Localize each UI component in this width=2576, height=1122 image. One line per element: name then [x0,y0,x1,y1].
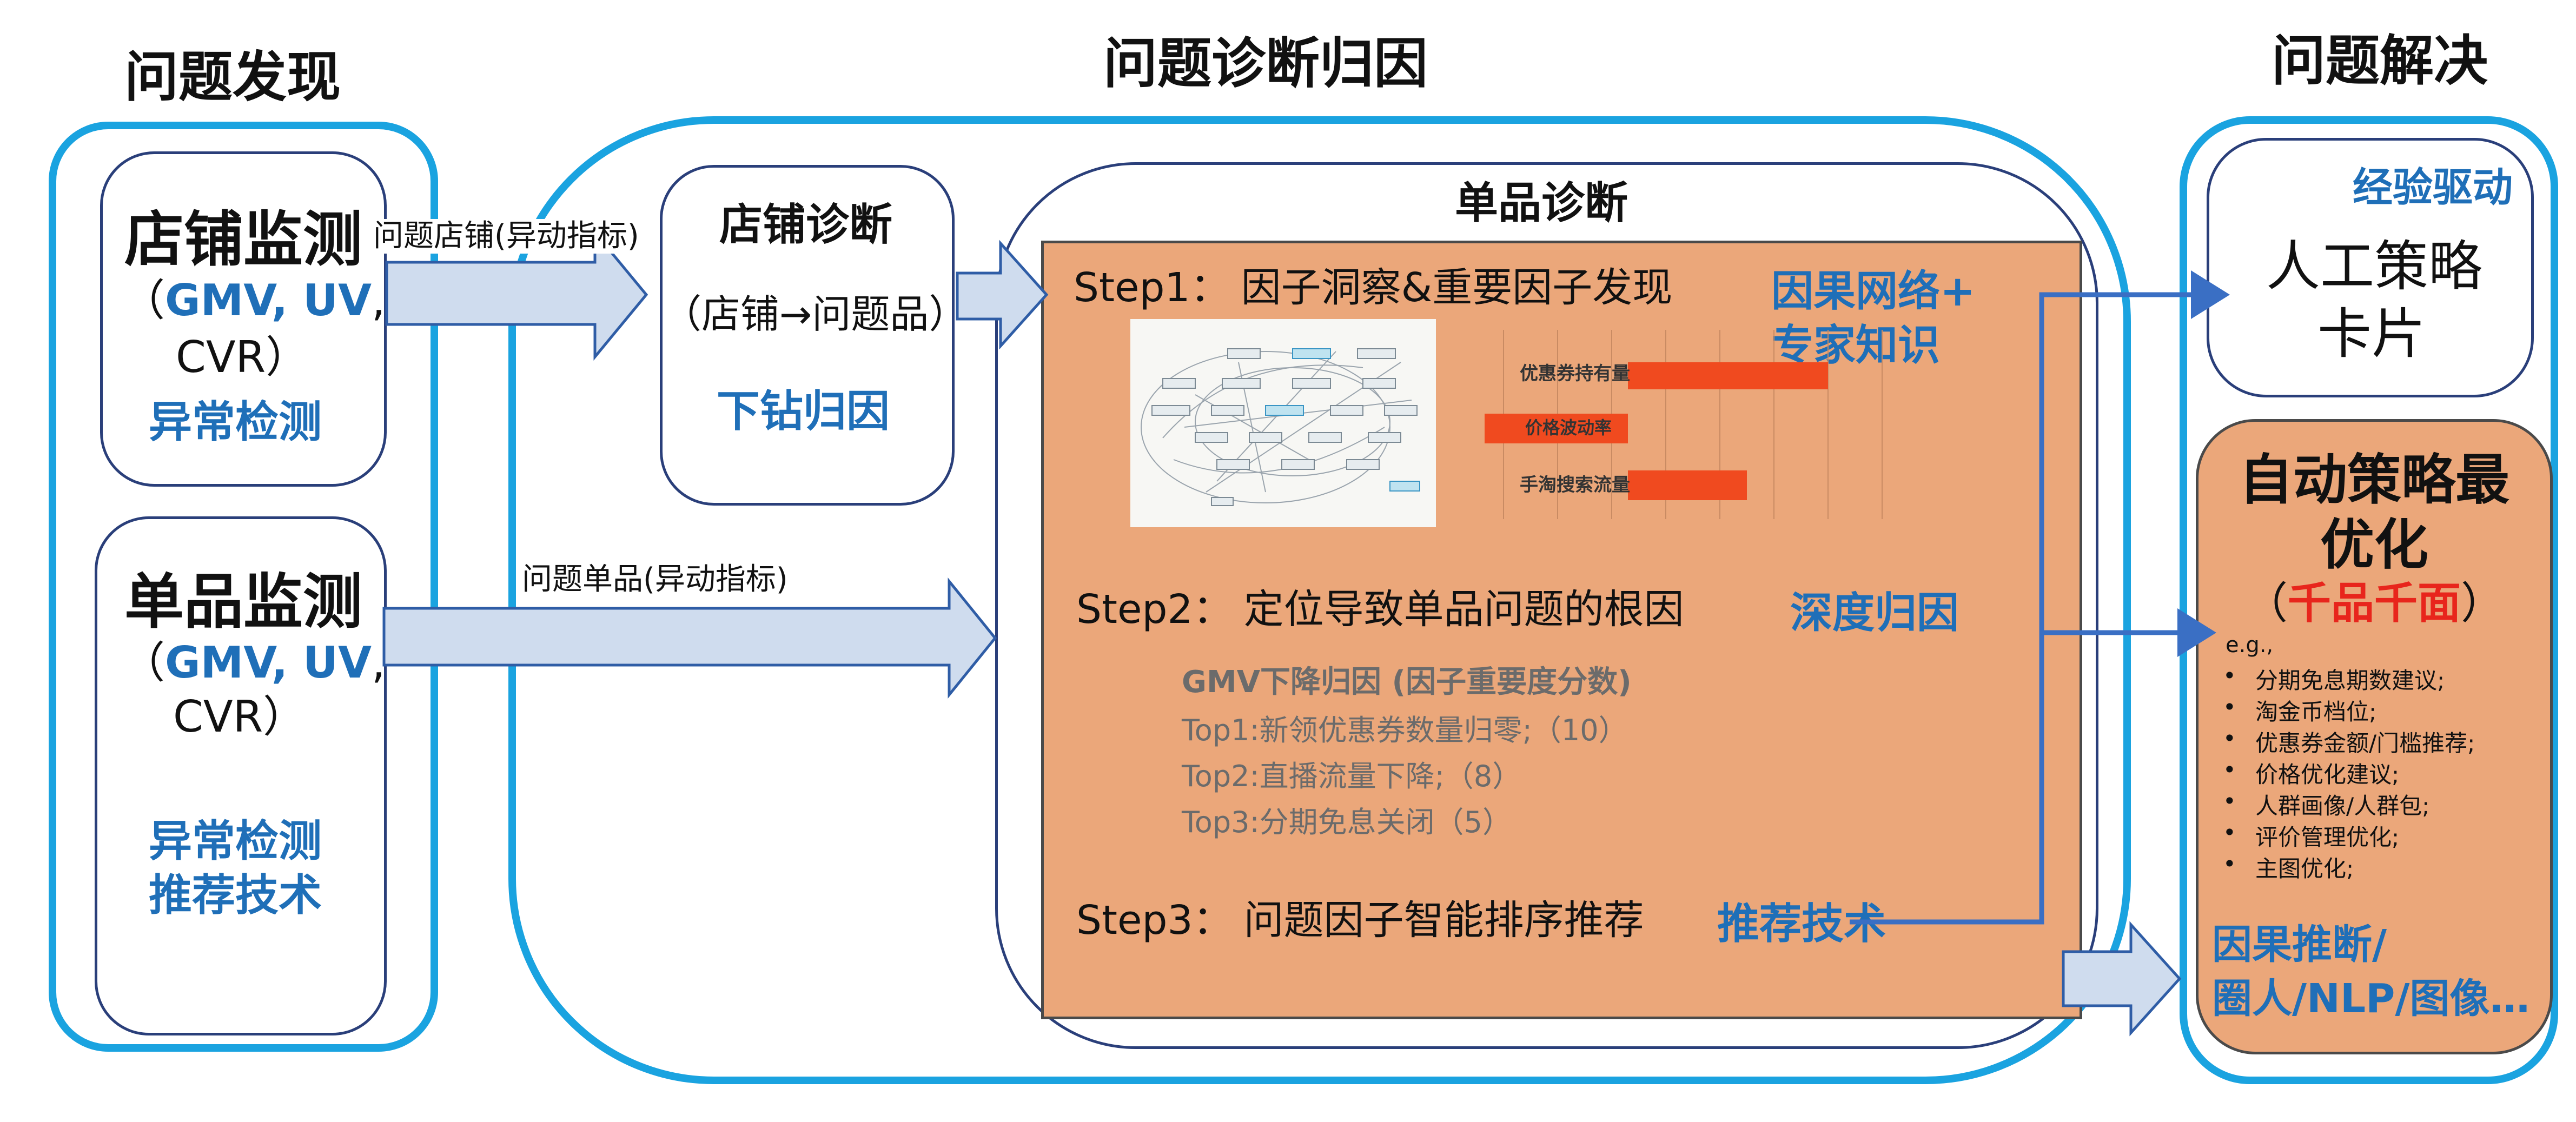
manual-strategy-box [2207,138,2534,397]
root-cause-title: GMV下降归因 (因子重要度分数) [1182,665,1632,700]
store-arrow-label: 问题店铺(异动指标) [373,218,639,254]
bullet-icon: • [2223,725,2236,752]
auto-strategy-item-text: 分期免息期数建议; [2255,667,2445,694]
item-monitor-metrics: （GMV, UV, [122,638,385,688]
auto-strategy-item-text: 优惠券金额/门槛推荐; [2255,730,2475,756]
auto-strategy-subtitle-close: ） [2461,578,2504,628]
auto-strategy-subtitle-red: 千品千面 [2288,578,2461,628]
auto-strategy-eg: e.g., [2226,633,2274,658]
auto-strategy-item: • 优惠券金额/门槛推荐; [2223,725,2547,756]
auto-strategy-list: • 分期免息期数建议; • 淘金币档位; • 优惠券金额/门槛推荐; • 价格优化建议; • 人群… [2223,662,2547,882]
factor-label-search: 手淘搜索流量 [1520,474,1630,496]
causal-network-graphic [1141,348,1420,506]
item-arrow-label: 问题单品(异动指标) [522,562,788,597]
bullet-icon: • [2223,662,2236,689]
factor-bar-search [1628,470,1747,500]
item-monitor-box [95,516,387,1035]
root-cause-top3: Top3:分期免息关闭（5） [1182,805,1512,839]
store-monitor-metrics: （GMV, UV, [122,276,385,326]
item-diagnosis-title: 单品诊断 [1455,178,1628,228]
auto-strategy-item: • 评价管理优化; [2223,819,2547,851]
causal-network-image [1130,319,1436,527]
root-cause-top2: Top2:直播流量下降;（8） [1182,759,1522,793]
step3-method: 推荐技术 [1717,900,1886,948]
item-monitor-metrics-open: （ [122,638,165,688]
factor-label-coupon: 优惠券持有量 [1520,363,1630,384]
item-monitor-title: 单品监测 [124,567,362,636]
item-monitor-cvr: CVR） [173,692,307,742]
step1-text: 因子洞察&重要因子发现 [1241,264,1673,311]
auto-strategy-item: • 分期免息期数建议; [2223,662,2547,694]
factor-label-price: 价格波动率 [1525,417,1612,438]
item-monitor-metrics-blue: GMV, UV [165,638,372,688]
manual-strategy-tag: 经验驱动 [2353,164,2513,211]
store-monitor-title: 店铺监测 [124,205,362,274]
auto-strategy-item-text: 人群画像/人群包; [2255,793,2430,819]
bullet-icon: • [2223,694,2236,720]
store-diagnosis-method: 下钻归因 [717,386,890,436]
bullet-icon: • [2223,819,2236,846]
step3-text: 问题因子智能排序推荐 [1243,897,1644,944]
auto-strategy-item-text: 评价管理优化; [2255,824,2400,851]
manual-strategy-line1: 人工策略 [2266,235,2482,298]
bullet-icon: • [2223,788,2236,814]
step2-tag: Step2： [1076,586,1233,633]
auto-strategy-item: • 人群画像/人群包; [2223,788,2547,819]
auto-strategy-title-1: 自动策略最 [2239,448,2509,512]
auto-strategy-subtitle: （千品千面） [2196,579,2553,628]
auto-strategy-item: • 主图优化; [2223,851,2547,882]
store-monitor-box [100,151,387,487]
bullet-icon: • [2223,756,2236,783]
auto-strategy-subtitle-open: （ [2244,578,2288,628]
store-monitor-metrics-open: （ [122,275,165,326]
step1-tag: Step1： [1074,264,1230,311]
step3-tag: Step3： [1076,897,1233,944]
root-cause-top1: Top1:新领优惠券数量归零;（10） [1182,713,1628,747]
store-diagnosis-subtitle: （店铺→问题品） [663,291,968,337]
factor-bar-coupon [1628,362,1828,389]
store-monitor-cvr: CVR） [176,332,309,382]
auto-strategy-item-text: 价格优化建议; [2255,761,2400,788]
step2-method: 深度归因 [1790,589,1959,638]
auto-strategy-method-1: 因果推断/ [2212,921,2387,968]
auto-strategy-method-2: 圈人/NLP/图像… [2212,975,2530,1022]
header-discovery: 问题发现 [124,45,341,109]
store-monitor-metrics-blue: GMV, UV [165,275,372,326]
step2-text: 定位导致单品问题的根因 [1243,586,1684,633]
auto-strategy-box [2196,419,2553,1054]
auto-strategy-item-text: 淘金币档位; [2255,699,2377,725]
factor-importance-chart: 优惠券持有量 价格波动率 手淘搜索流量 [1449,319,1893,525]
store-diagnosis-title: 店铺诊断 [719,200,892,250]
header-diagnosis: 问题诊断归因 [1103,32,1428,95]
step1-method-1: 因果网络+ [1771,267,1976,316]
item-monitor-metrics-close: , [372,638,386,688]
auto-strategy-item: • 价格优化建议; [2223,756,2547,788]
manual-strategy-line2: 卡片 [2317,302,2426,366]
step1-label: Step1：因子洞察&重要因子发现 [1074,264,1673,311]
bullet-icon: • [2223,851,2236,877]
auto-strategy-title-2: 优化 [2320,513,2428,576]
auto-strategy-item-text: 主图优化; [2255,855,2354,882]
auto-strategy-item: • 淘金币档位; [2223,694,2547,725]
item-monitor-method-2: 推荐技术 [149,870,322,920]
item-monitor-method-1: 异常检测 [149,816,322,866]
header-resolution: 问题解决 [2272,29,2488,92]
store-diagnosis-box [660,165,955,506]
factor-bar-price [1485,414,1628,443]
store-monitor-method: 异常检测 [149,397,322,447]
step3-label: Step3：问题因子智能排序推荐 [1076,897,1644,944]
step2-label: Step2：定位导致单品问题的根因 [1076,586,1684,633]
store-monitor-metrics-close: , [372,275,386,326]
